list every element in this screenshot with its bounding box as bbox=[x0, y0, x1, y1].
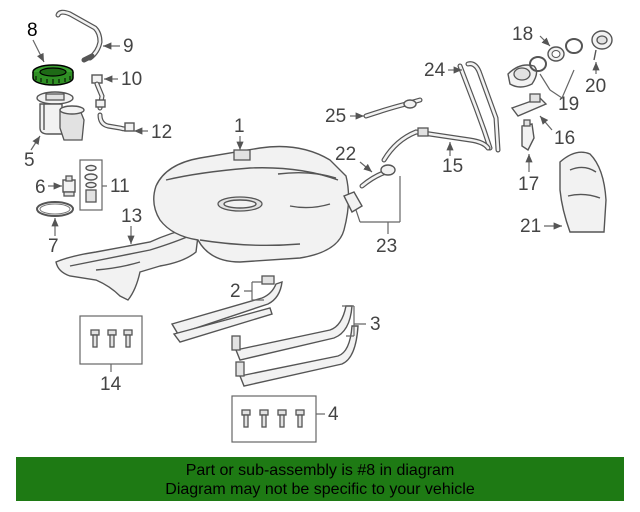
part-8-lock-ring[interactable] bbox=[32, 64, 74, 86]
part-2-tank-strap bbox=[170, 275, 283, 343]
callout-21: 21 bbox=[520, 216, 541, 237]
part-9-tube bbox=[55, 9, 103, 63]
part-1-fuel-tank bbox=[153, 145, 350, 263]
callout-15: 15 bbox=[442, 156, 463, 177]
part-17-clip bbox=[521, 119, 535, 152]
callout-23: 23 bbox=[376, 236, 397, 257]
part-15-pipe bbox=[381, 127, 491, 163]
banner-line-2: Diagram may not be specific to your vehi… bbox=[165, 481, 475, 498]
parts-diagram: 8 9 10 12 5 6 bbox=[24, 9, 613, 443]
leader-23 bbox=[355, 176, 401, 234]
callout-10: 10 bbox=[121, 69, 142, 90]
part-16-bracket bbox=[510, 93, 548, 117]
leader-2 bbox=[244, 281, 264, 301]
callout-5: 5 bbox=[24, 150, 35, 171]
callout-2: 2 bbox=[230, 281, 241, 302]
callout-3: 3 bbox=[370, 314, 381, 335]
callout-25: 25 bbox=[325, 106, 346, 127]
part-20-fuel-cap bbox=[591, 30, 613, 61]
part-12-hose bbox=[97, 112, 135, 132]
leader-18 bbox=[539, 35, 551, 47]
part-19-rings bbox=[529, 38, 583, 72]
callout-4: 4 bbox=[328, 404, 339, 425]
banner-line-1: Part or sub-assembly is #8 in diagram bbox=[185, 462, 455, 479]
callout-14: 14 bbox=[100, 374, 122, 395]
callout-8: 8 bbox=[27, 20, 38, 41]
part-13-heat-shield bbox=[55, 227, 199, 301]
callout-1: 1 bbox=[234, 116, 245, 137]
callout-11: 11 bbox=[110, 176, 130, 197]
leader-8 bbox=[32, 39, 45, 63]
leader-5 bbox=[30, 135, 41, 151]
info-banner: Part or sub-assembly is #8 in diagram Di… bbox=[16, 457, 624, 501]
callout-13: 13 bbox=[121, 206, 142, 227]
callout-19: 19 bbox=[558, 94, 579, 115]
callout-16: 16 bbox=[554, 128, 575, 149]
callout-17: 17 bbox=[518, 174, 539, 195]
part-7-gasket bbox=[36, 201, 74, 217]
part-24-filler-pipe bbox=[457, 61, 538, 153]
leader-16 bbox=[539, 115, 553, 131]
part-14-bolts bbox=[79, 315, 143, 365]
callout-18: 18 bbox=[512, 24, 533, 45]
callout-6: 6 bbox=[35, 177, 46, 198]
callout-24: 24 bbox=[424, 60, 446, 81]
part-4-bolts bbox=[231, 395, 317, 443]
leader-22 bbox=[359, 161, 373, 173]
callout-22: 22 bbox=[335, 144, 356, 165]
leader-3 bbox=[342, 305, 366, 337]
part-21-protector bbox=[559, 151, 607, 233]
callout-12: 12 bbox=[151, 122, 172, 143]
callout-9: 9 bbox=[123, 36, 134, 57]
part-5-fuel-pump bbox=[36, 91, 85, 141]
part-6-fitting bbox=[62, 175, 76, 197]
callout-7: 7 bbox=[48, 236, 59, 257]
part-22-hose bbox=[343, 164, 396, 213]
part-11-seal-kit bbox=[79, 159, 103, 211]
part-25-hose bbox=[363, 97, 423, 119]
part-18-seal bbox=[547, 46, 565, 62]
part-10-hose bbox=[91, 74, 106, 111]
leader-19 bbox=[539, 69, 575, 99]
callout-20: 20 bbox=[585, 76, 606, 97]
